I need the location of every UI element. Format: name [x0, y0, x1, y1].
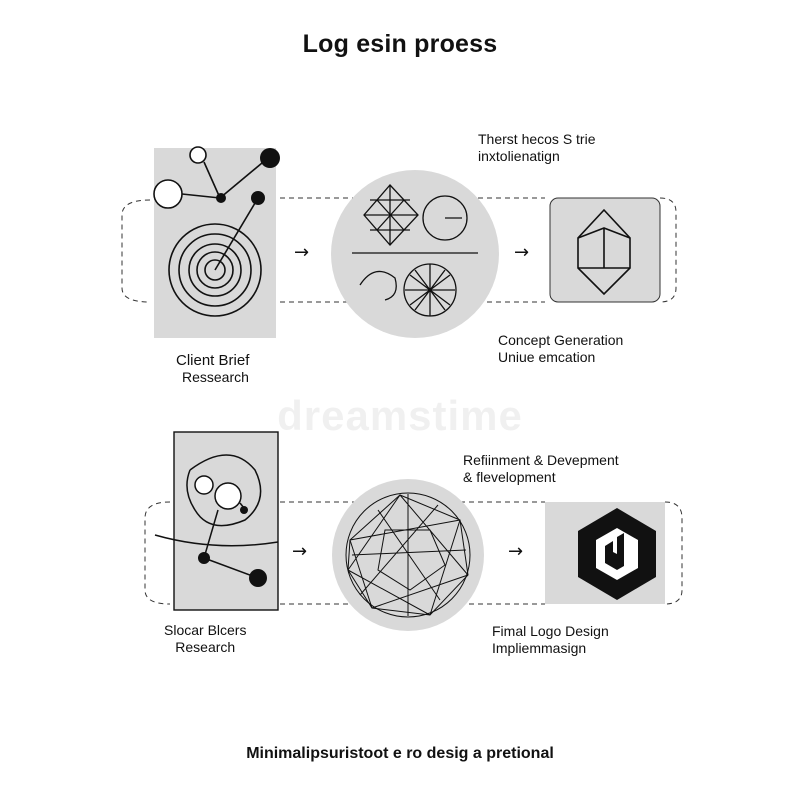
row-2-stage-1-label-line-1: Slocar Blcers: [164, 622, 247, 638]
row-1-stage-3-bottom-label-line-1: Concept Generation: [498, 332, 624, 348]
row-2: → →: [144, 431, 683, 631]
row-2-stage-1-label-line-2: Research: [175, 639, 236, 655]
stage-3-cube-panel: [549, 197, 661, 303]
stage-2-network-circle: [332, 479, 484, 631]
stage-3-final-logo-panel: [545, 502, 665, 604]
row-1-stage-3-top-label-line-2: inxtolienatign: [478, 148, 560, 164]
row-2-stage-3-top-label-line-2: & flevelopment: [463, 469, 556, 485]
page-title: Log esin proess: [302, 30, 498, 58]
row-2-arrow-1: →: [292, 541, 307, 562]
stage-1-research-panel: [153, 146, 280, 338]
row-2-stage-1-label: Slocar Blcers Research: [164, 622, 246, 656]
final-logo-hexagon-icon: [578, 508, 656, 600]
row-1: → →: [121, 146, 677, 338]
row-2-stage-3-bottom-label-line-1: Fimal Logo Design: [492, 623, 609, 639]
stage-2-concept-circle: [331, 170, 499, 338]
row-2-stage-3-top-label: Refiinment & Devepment & flevelopment: [463, 452, 619, 486]
row-1-stage-3-top-label-line-1: Therst hecos S trie: [478, 131, 596, 147]
row-2-stage-3-top-label-line-1: Refiinment & Devepment: [463, 452, 619, 468]
row-1-stage-1-label-line-1: Client Brief: [176, 352, 250, 369]
stage-1-sketch-panel: [154, 431, 279, 611]
row-2-stage-3-bottom-label-line-2: Impliemmasign: [492, 640, 587, 656]
row-1-stage-3-bottom-label-line-2: Uniue emcation: [498, 349, 596, 365]
row-2-stage-3-bottom-label: Fimal Logo Design Impliemmasign: [492, 623, 609, 657]
row-1-stage-3-top-label: Therst hecos S trie inxtolienatign: [478, 131, 596, 165]
row-1-arrow-2: →: [514, 242, 529, 263]
footer-caption: Minimalipsuristoot e ro desig a pretiona…: [246, 745, 554, 762]
row-1-arrow-1: →: [294, 242, 309, 263]
row-2-arrow-2: →: [508, 541, 523, 562]
row-1-stage-1-label-line-2: Ressearch: [182, 369, 249, 385]
row-1-stage-1-label: Client Brief Ressearch: [176, 352, 249, 386]
watermark: dreamstime: [277, 392, 523, 439]
row-1-stage-3-bottom-label: Concept Generation Uniue emcation: [498, 332, 623, 366]
